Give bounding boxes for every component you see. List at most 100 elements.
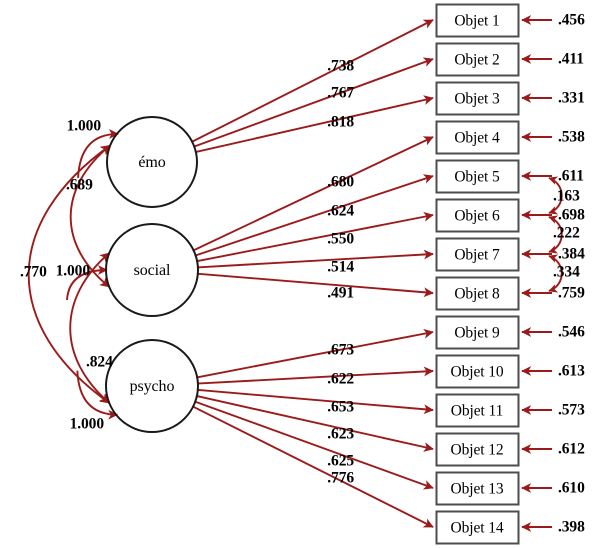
factor-label-emo: émo xyxy=(138,154,166,171)
indicator-label-obj6: Objet 6 xyxy=(454,207,500,225)
loading-arrow-obj9 xyxy=(196,328,434,379)
error-value-obj2: .411 xyxy=(558,50,584,68)
covariance-value-emo-psycho: .770 xyxy=(20,263,47,281)
loading-value-obj9: .673 xyxy=(327,341,354,359)
indicator-box xyxy=(435,120,520,155)
indicator-label-obj1: Objet 1 xyxy=(454,12,500,30)
error-value-obj7: .384 xyxy=(558,245,585,263)
indicator-label-obj5: Objet 5 xyxy=(454,168,500,186)
loading-value-obj4: .680 xyxy=(327,173,354,191)
loading-value-obj2: .767 xyxy=(327,84,354,102)
loading-arrow-obj13 xyxy=(193,400,434,490)
loading-arrow-obj1 xyxy=(190,19,434,144)
indicator-box xyxy=(435,354,520,389)
loading-arrow-obj14 xyxy=(191,405,434,528)
indicator-box xyxy=(435,3,520,38)
loading-arrow-obj3 xyxy=(194,95,434,154)
factor-label-psycho: psycho xyxy=(129,378,175,395)
error-value-obj4: .538 xyxy=(558,128,585,146)
loading-value-obj7: .514 xyxy=(327,258,354,276)
disturbance-value-social: 1.000 xyxy=(55,262,90,280)
indicator-box xyxy=(435,471,520,506)
indicator-label-obj13: Objet 13 xyxy=(450,480,504,498)
indicator-box xyxy=(435,276,520,311)
indicator-label-obj9: Objet 9 xyxy=(454,324,500,342)
loading-arrow-obj4 xyxy=(192,136,434,252)
indicator-label-obj12: Objet 12 xyxy=(450,441,504,459)
disturbance-path-group xyxy=(66,129,119,420)
indicator-box xyxy=(435,42,520,77)
loading-arrow-obj8 xyxy=(196,272,434,298)
indicator-label-obj2: Objet 2 xyxy=(454,51,500,69)
error-value-obj1: .456 xyxy=(558,11,585,29)
indicator-box xyxy=(435,315,520,350)
error-value-obj12: .612 xyxy=(558,440,585,458)
covariance-social-psycho xyxy=(69,252,110,404)
loading-value-obj3: .818 xyxy=(327,113,354,131)
disturbance-arrow-psycho xyxy=(76,370,119,420)
error-value-obj6: .698 xyxy=(558,206,585,224)
indicator-label-obj14: Objet 14 xyxy=(450,519,504,537)
error-correlation-group xyxy=(548,176,563,293)
indicator-box xyxy=(435,393,520,428)
indicator-box xyxy=(435,237,520,272)
indicator-box xyxy=(435,432,520,467)
disturbance-arrow-emo xyxy=(77,129,119,178)
disturbance-arrow-social xyxy=(66,265,108,301)
disturbance-value-emo: 1.000 xyxy=(66,117,101,135)
factor-circle-social xyxy=(105,223,199,317)
loading-path-group xyxy=(190,19,434,528)
error-value-obj8: .759 xyxy=(558,284,585,302)
loading-value-obj14: .776 xyxy=(327,469,354,487)
indicator-label-obj10: Objet 10 xyxy=(450,363,504,381)
loading-value-obj13: .625 xyxy=(327,452,354,470)
error-correlation-value-obj6-obj7: .222 xyxy=(553,224,580,242)
loading-arrow-obj5 xyxy=(194,174,434,257)
loading-arrow-obj2 xyxy=(192,57,434,148)
error-value-obj9: .546 xyxy=(558,323,585,341)
factor-circle-group xyxy=(105,116,199,433)
loading-value-obj10: .622 xyxy=(327,370,354,388)
error-value-obj10: .613 xyxy=(558,362,585,380)
indicator-label-obj7: Objet 7 xyxy=(454,246,500,264)
loading-value-obj12: .623 xyxy=(327,425,354,443)
error-correlation-obj7-obj8 xyxy=(548,254,563,293)
error-value-obj3: .331 xyxy=(558,89,585,107)
error-value-obj13: .610 xyxy=(558,479,585,497)
error-value-obj14: .398 xyxy=(558,518,585,536)
indicator-label-obj8: Objet 8 xyxy=(454,285,500,303)
indicator-box xyxy=(435,159,520,194)
error-path-group xyxy=(521,15,552,532)
loading-arrow-obj10 xyxy=(196,366,434,385)
loading-value-obj6: .550 xyxy=(327,230,354,248)
loading-value-obj1: .738 xyxy=(327,57,354,75)
indicator-box xyxy=(435,81,520,116)
indicator-box xyxy=(435,198,520,233)
error-correlation-value-obj5-obj6: .163 xyxy=(553,187,580,205)
error-correlation-obj5-obj6 xyxy=(548,176,563,215)
error-correlation-value-obj7-obj8: .334 xyxy=(553,263,580,281)
indicator-box xyxy=(435,510,520,545)
indicator-label-obj11: Objet 11 xyxy=(450,402,504,420)
loading-value-obj5: .624 xyxy=(327,202,354,220)
indicator-label-obj4: Objet 4 xyxy=(454,129,500,147)
factor-circle-psycho xyxy=(105,339,199,433)
loading-value-obj8: .491 xyxy=(327,284,354,302)
factor-circle-emo xyxy=(106,116,198,208)
indicator-box-group xyxy=(435,3,520,545)
error-correlation-obj6-obj7 xyxy=(548,215,563,254)
loading-arrow-obj7 xyxy=(196,249,434,269)
disturbance-value-psycho: 1.000 xyxy=(69,415,104,433)
indicator-label-obj3: Objet 3 xyxy=(454,90,500,108)
factor-label-social: social xyxy=(133,262,171,279)
error-value-obj5: .611 xyxy=(558,167,584,185)
loading-arrow-obj12 xyxy=(195,394,434,452)
loading-arrow-obj6 xyxy=(195,211,434,263)
covariance-value-emo-social: .689 xyxy=(66,176,93,194)
loading-arrow-obj11 xyxy=(196,388,434,415)
covariance-emo-psycho xyxy=(27,144,111,404)
covariance-value-social-psycho: .824 xyxy=(86,353,113,371)
error-value-obj11: .573 xyxy=(558,401,585,419)
